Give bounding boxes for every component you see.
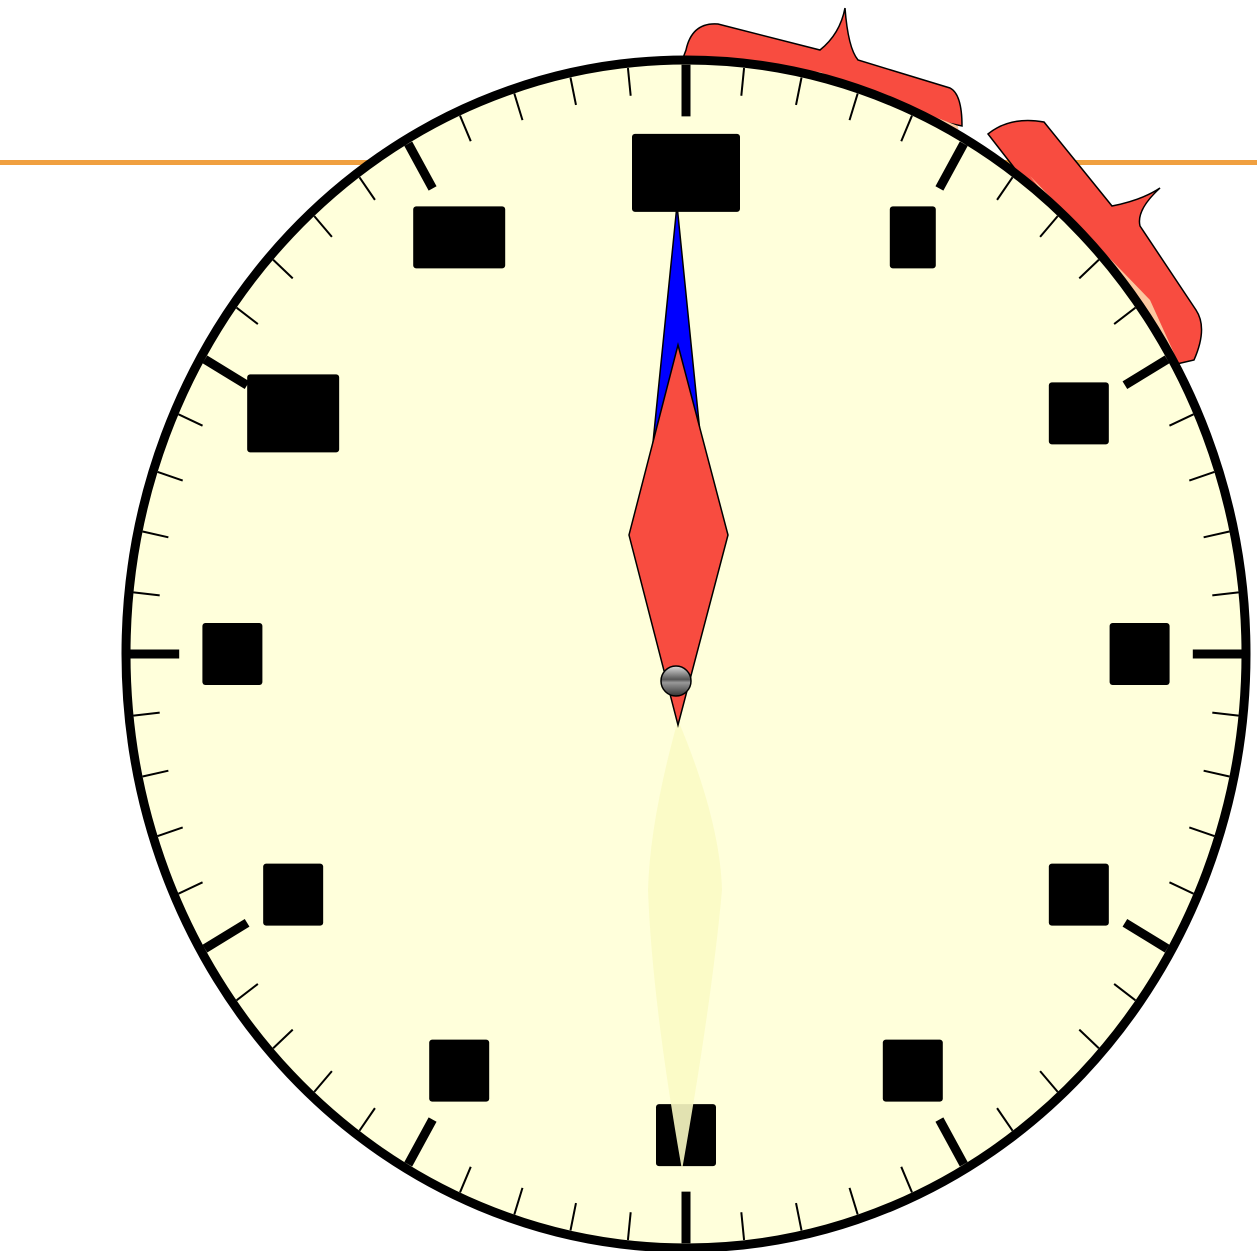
hour-marker-3 [1110, 623, 1170, 685]
hour-marker-7 [429, 1040, 489, 1102]
hour-marker-11 [413, 206, 505, 268]
hour-marker-4 [1049, 864, 1109, 926]
hour-marker-9 [202, 623, 262, 685]
hour-marker-5 [883, 1040, 943, 1102]
hour-marker-10 [247, 374, 339, 452]
hour-marker-2 [1049, 382, 1109, 444]
hour-marker-12 [632, 134, 740, 212]
pivot-cap-icon [661, 666, 691, 696]
hour-marker-1 [890, 206, 936, 268]
hour-marker-8 [263, 864, 323, 926]
